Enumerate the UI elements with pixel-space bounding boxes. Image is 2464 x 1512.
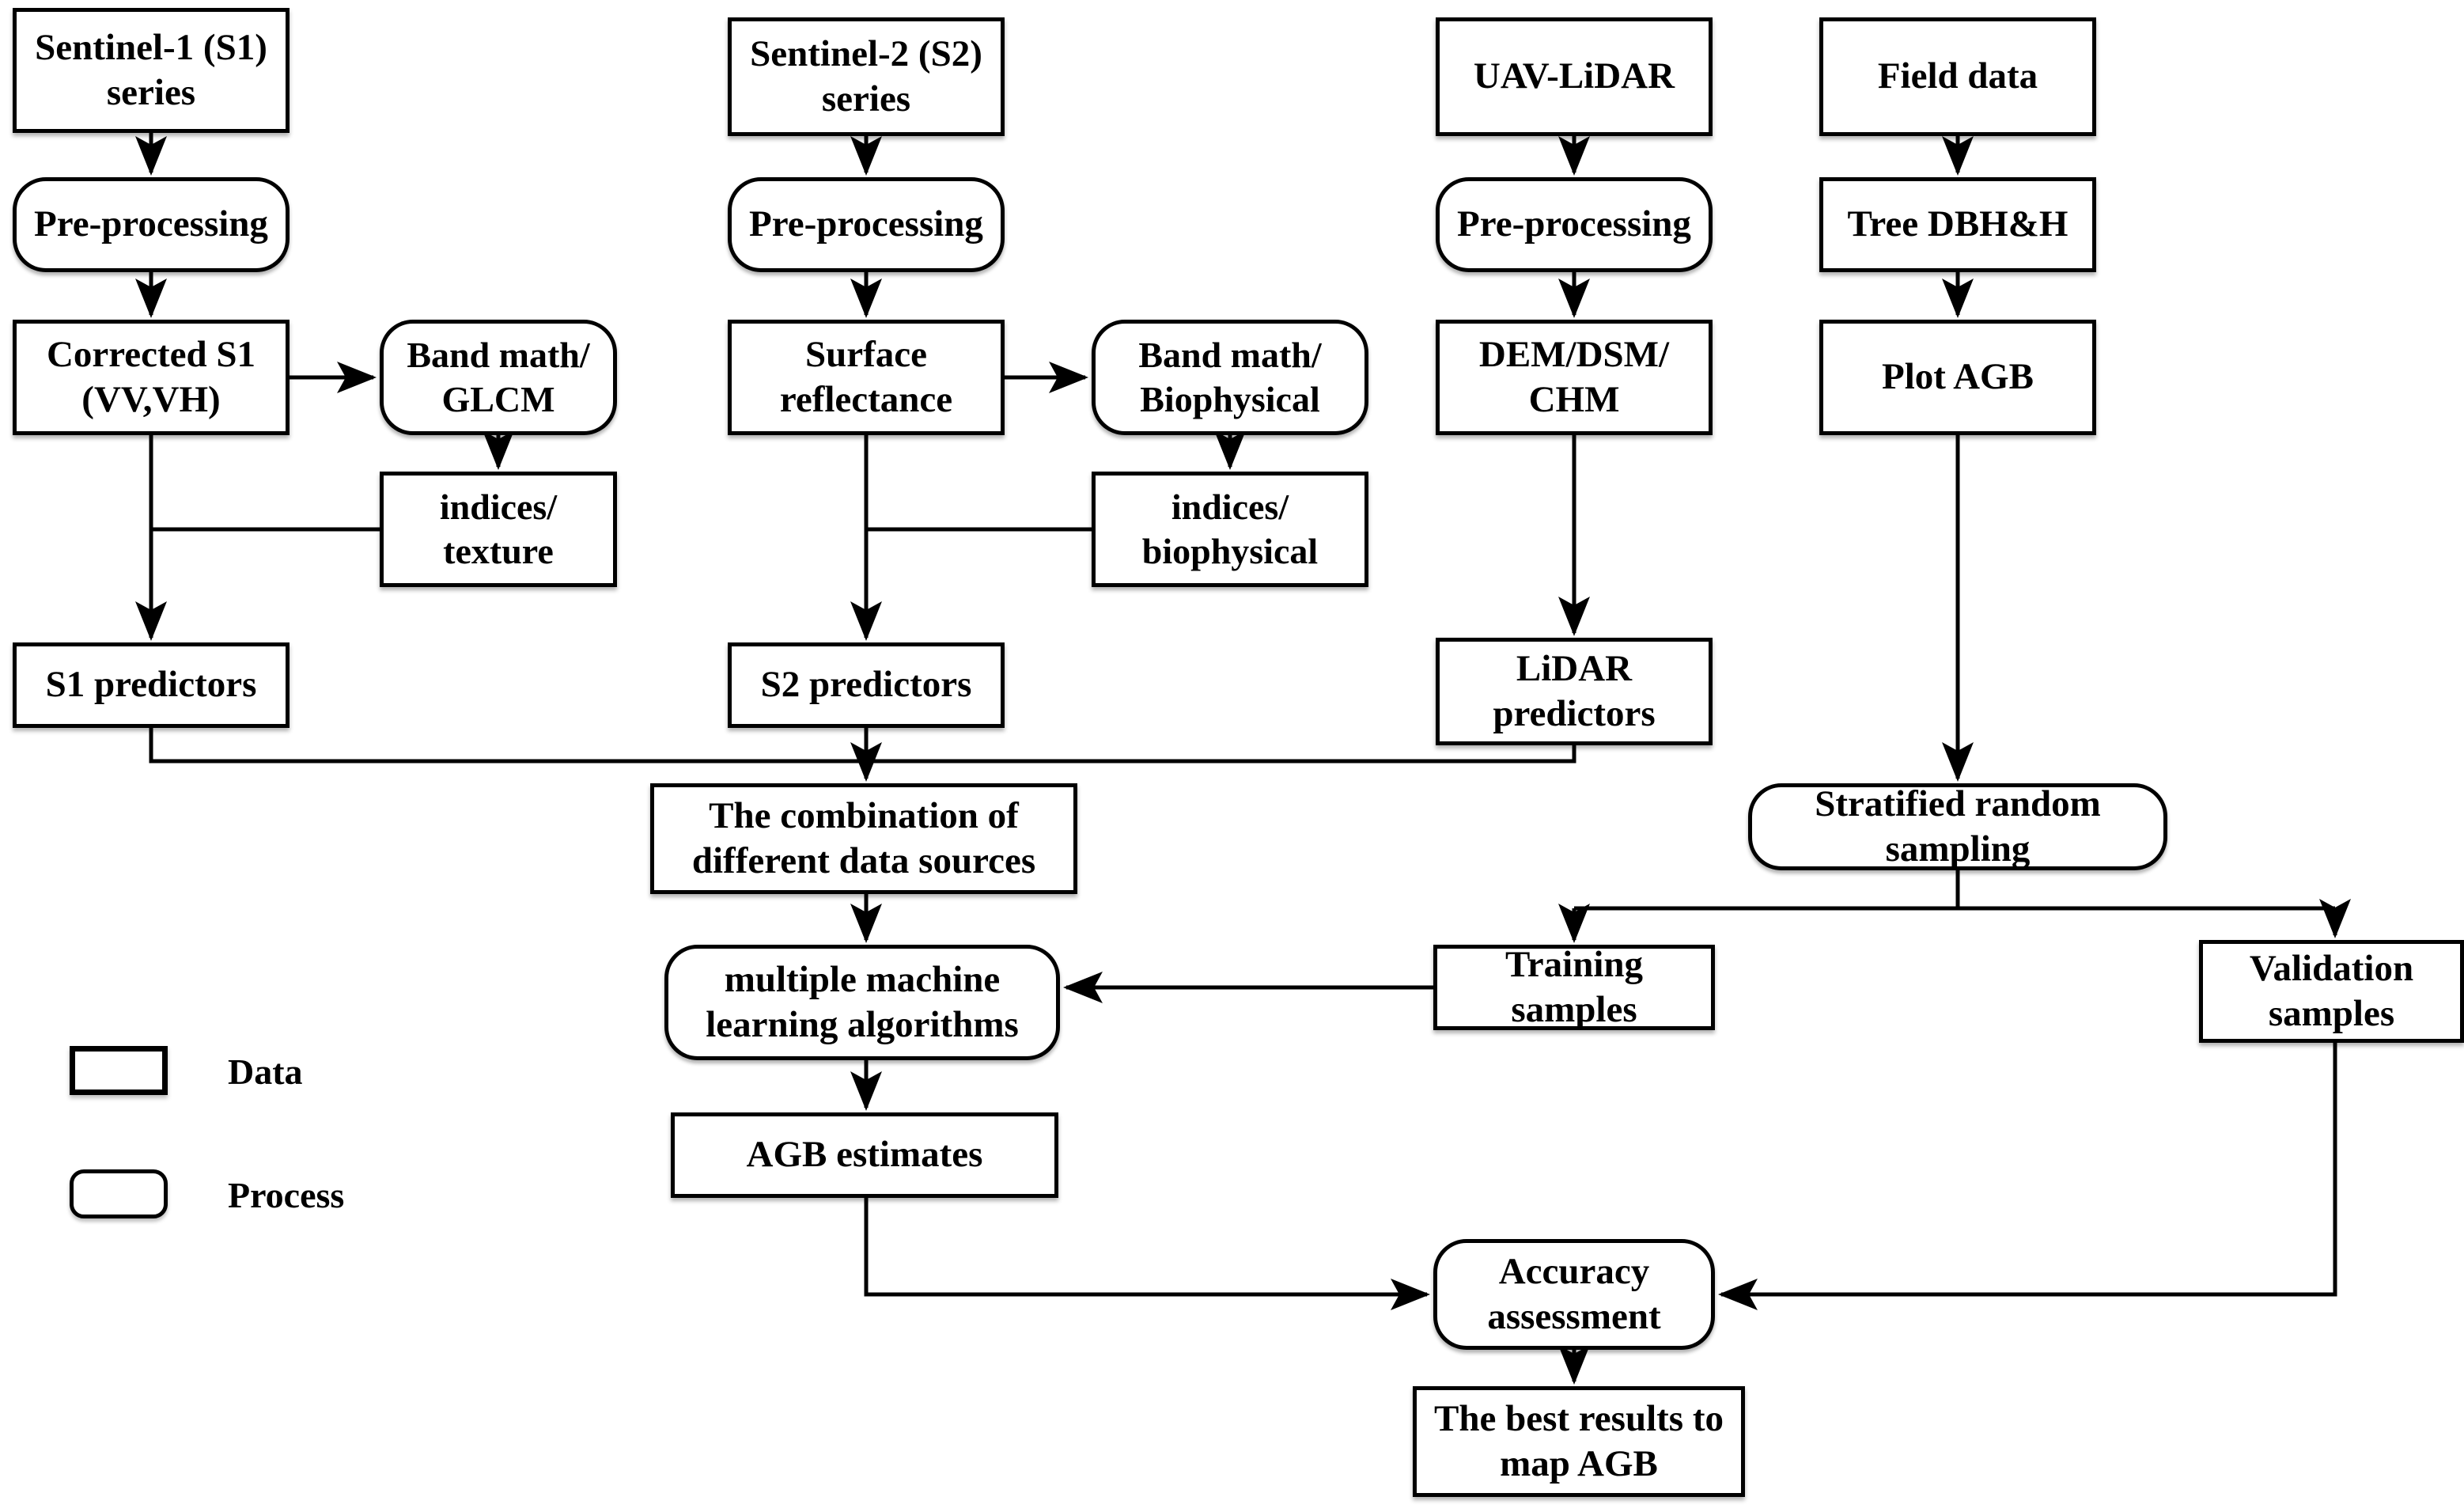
node-label: S1 predictors [45,664,257,706]
node-surface-reflectance[interactable]: Surface reflectance [728,320,1005,435]
node-band-math-biophysical[interactable]: Band math/ Biophysical [1092,320,1368,435]
node-label: indices/ biophysical [1141,486,1319,571]
node-s1-series[interactable]: Sentinel-1 (S1) series [13,8,290,133]
node-combination[interactable]: The combination of different data source… [650,783,1077,894]
node-training-samples[interactable]: Training samples [1433,943,1715,1030]
node-label: Sentinel-2 (S2) series [750,32,982,119]
node-label: AGB estimates [746,1134,983,1176]
node-label: Stratified random sampling [1815,783,2101,870]
node-label: Band math/ GLCM [407,334,590,419]
node-field-data[interactable]: Field data [1819,17,2096,136]
node-label: Sentinel-1 (S1) series [35,26,267,113]
legend-swatch-data [70,1046,168,1095]
node-s1-preprocessing[interactable]: Pre-processing [13,177,290,272]
node-lidar-predictors[interactable]: LiDAR predictors [1436,638,1713,745]
node-band-math-glcm[interactable]: Band math/ GLCM [380,320,617,435]
node-label: Validation samples [2249,947,2414,1034]
node-plot-agb[interactable]: Plot AGB [1819,320,2096,435]
node-corrected-s1[interactable]: Corrected S1 (VV,VH) [13,320,290,435]
edge-bus-predictors [149,728,1576,764]
node-s1-predictors[interactable]: S1 predictors [13,642,290,728]
node-tree-dbh-h[interactable]: Tree DBH&H [1819,177,2096,272]
node-label: Plot AGB [1882,356,2034,398]
node-best-results[interactable]: The best results to map AGB [1413,1386,1745,1497]
node-agb-estimates[interactable]: AGB estimates [671,1112,1058,1198]
legend-label-process: Process [228,1175,345,1215]
edge-agb-to-accuracy [864,1198,1431,1310]
node-label: Surface reflectance [779,333,953,420]
node-stratified-random-sampling[interactable]: Stratified random sampling [1748,783,2167,870]
node-label: DEM/DSM/ CHM [1478,333,1670,420]
edge-validation-to-accuracy [1717,1043,2337,1310]
node-label: Pre-processing [34,203,268,245]
node-ml-algorithms[interactable]: multiple machine learning algorithms [664,945,1060,1060]
node-label: S2 predictors [760,664,972,706]
node-label: indices/ texture [439,486,558,571]
node-label: multiple machine learning algorithms [706,958,1019,1045]
node-label: The combination of different data source… [691,794,1036,881]
legend-label-data: Data [228,1052,303,1092]
node-uav-lidar[interactable]: UAV-LiDAR [1436,17,1713,136]
node-label: Pre-processing [749,203,983,245]
node-label: Accuracy assessment [1487,1250,1661,1337]
node-validation-samples[interactable]: Validation samples [2199,940,2464,1043]
node-label: Pre-processing [1457,203,1691,245]
node-s2-preprocessing[interactable]: Pre-processing [728,177,1005,272]
node-lidar-preprocessing[interactable]: Pre-processing [1436,177,1713,272]
node-label: The best results to map AGB [1434,1397,1724,1484]
node-dem-dsm-chm[interactable]: DEM/DSM/ CHM [1436,320,1713,435]
node-indices-biophysical[interactable]: indices/ biophysical [1092,472,1368,587]
node-label: Training samples [1505,943,1644,1030]
node-s2-predictors[interactable]: S2 predictors [728,642,1005,728]
node-label: Band math/ Biophysical [1138,334,1322,419]
legend-swatch-process [70,1169,168,1218]
node-label: Corrected S1 (VV,VH) [46,333,256,420]
node-indices-texture[interactable]: indices/ texture [380,472,617,587]
node-accuracy-assessment[interactable]: Accuracy assessment [1433,1239,1715,1350]
node-label: Tree DBH&H [1847,203,2068,245]
node-label: LiDAR predictors [1493,647,1656,734]
node-s2-series[interactable]: Sentinel-2 (S2) series [728,17,1005,136]
node-label: Field data [1877,55,2038,97]
node-label: UAV-LiDAR [1473,55,1675,97]
